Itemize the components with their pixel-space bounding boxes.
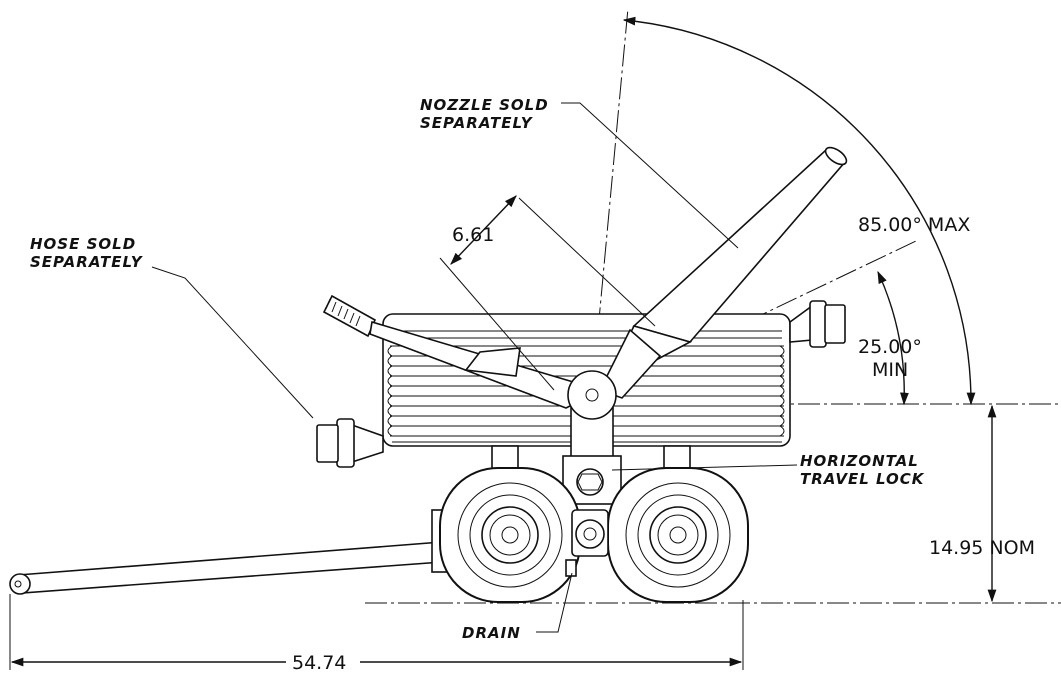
nozzle-note-line1: NOZZLE SOLD [420, 96, 549, 114]
max-angle-value: 85.00° MAX [858, 214, 970, 236]
nozzle-note-line2: SEPARATELY [420, 114, 534, 132]
hose-note-line2: SEPARATELY [30, 253, 144, 271]
dimension-angles [622, 16, 976, 406]
dimension-text: 6.61 85.00° MAX 25.00° MIN 14.95 NOM 54.… [292, 214, 1035, 674]
left-wheel [439, 467, 581, 603]
tow-handle [9, 509, 451, 595]
hose-note-line1: HOSE SOLD [30, 235, 136, 253]
hose-right-coupling [789, 300, 846, 348]
callout-text: NOZZLE SOLD SEPARATELY HOSE SOLD SEPARAT… [30, 96, 925, 642]
right-wheel [607, 467, 749, 603]
min-angle-suffix: MIN [872, 359, 908, 381]
monitor-swivel [567, 370, 617, 461]
height-value: 14.95 NOM [929, 537, 1035, 559]
hose-left-coupling [316, 418, 384, 468]
nozzle-offset-value: 6.61 [452, 224, 494, 246]
lock-note-line1: HORIZONTAL [800, 452, 919, 470]
min-angle-value: 25.00° [858, 336, 922, 358]
axle-supports [491, 445, 691, 471]
dimension-length [9, 594, 744, 670]
drain-note: DRAIN [462, 624, 521, 642]
length-value: 54.74 [292, 652, 346, 674]
callout-leaders [151, 102, 798, 633]
lock-note-line2: TRAVEL LOCK [800, 470, 925, 488]
drain-valve [565, 509, 609, 577]
